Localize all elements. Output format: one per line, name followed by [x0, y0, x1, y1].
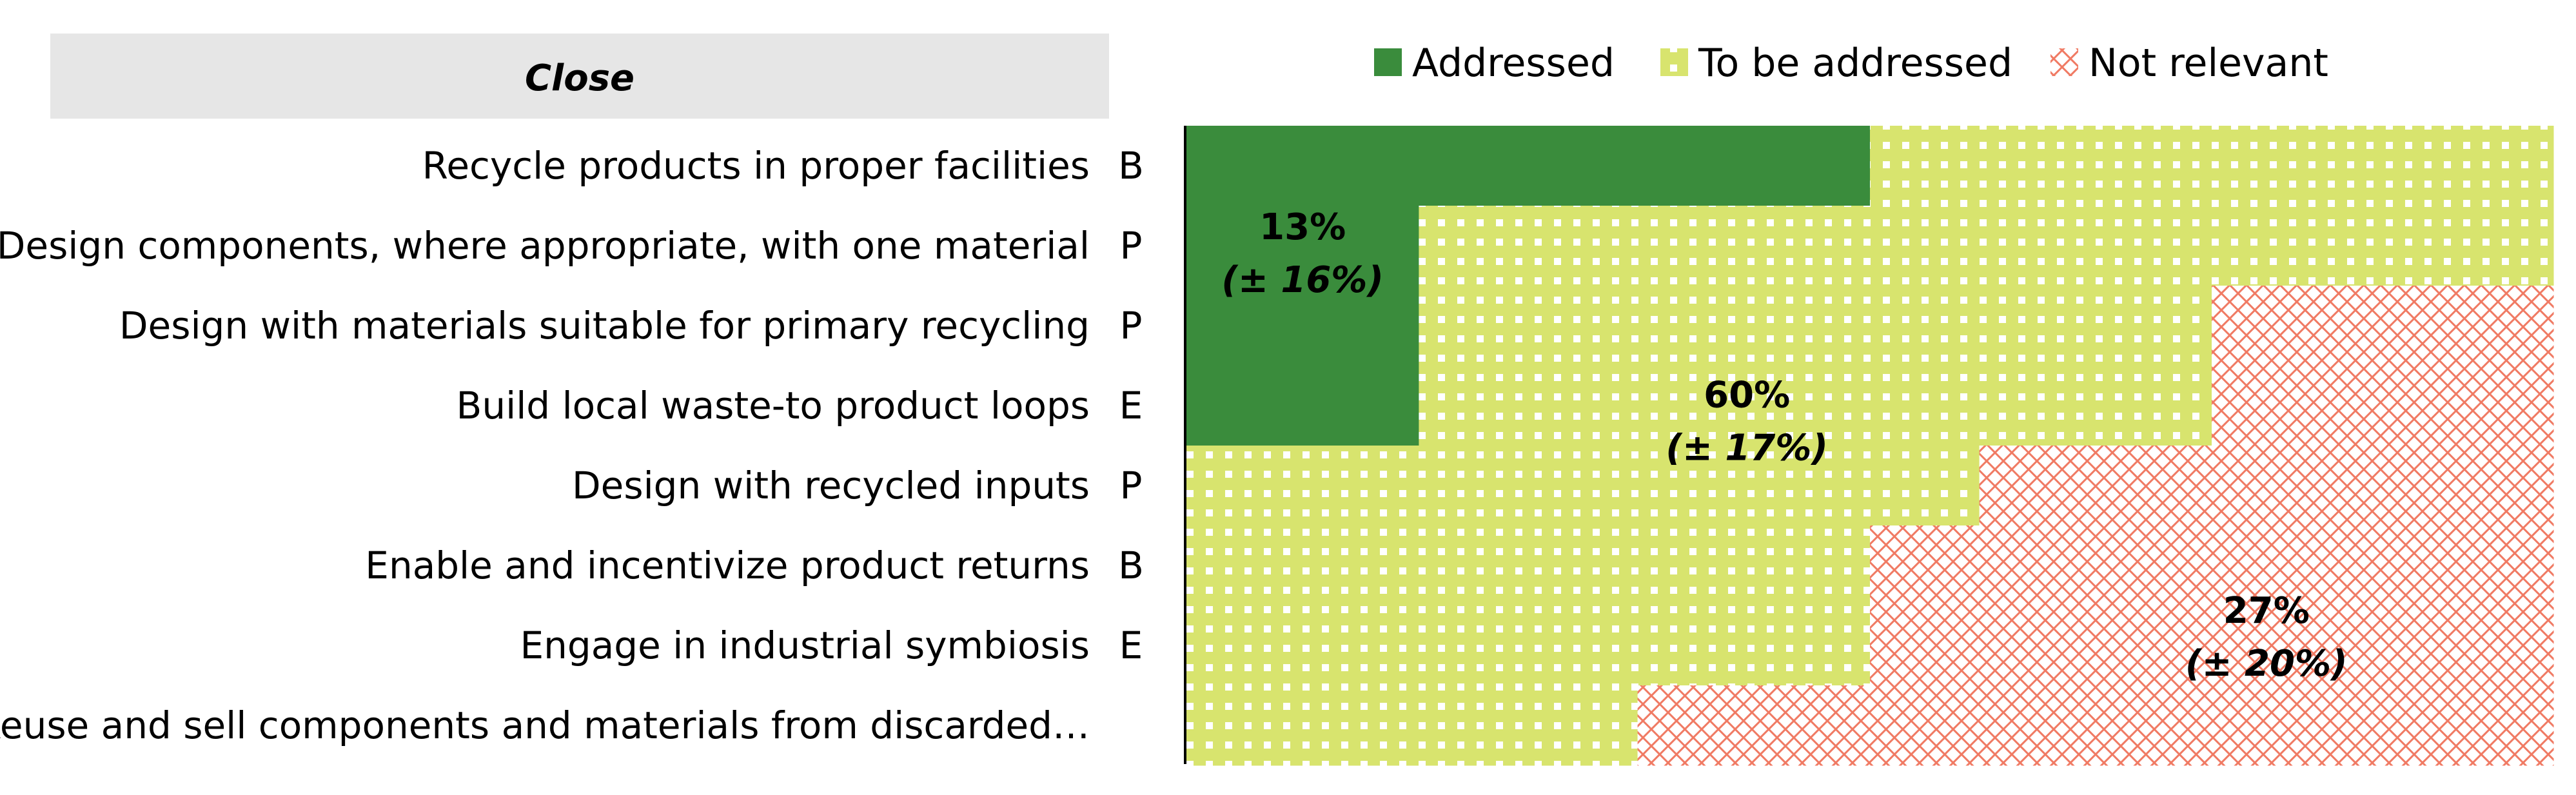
bar-segment-to-be-addressed-row-4 — [1419, 366, 2212, 446]
category-code: P — [1120, 304, 1143, 348]
category-label: Enable and incentivize product returns — [365, 544, 1090, 587]
bar-segment-to-be-addressed-row-8 — [1186, 685, 1638, 766]
region-label-not-relevant-pct: 27% — [2223, 590, 2310, 632]
bar-segment-addressed-row-4 — [1186, 366, 1419, 446]
category-code: E — [1119, 384, 1143, 427]
bar-segment-to-be-addressed-row-6 — [1186, 525, 1871, 606]
category-code: E — [1119, 623, 1143, 667]
legend-label-addressed: Addressed — [1412, 41, 1615, 86]
legend: Addressed To be addressed Not relevant — [1374, 41, 2328, 86]
category-label: Design with materials suitable for prima… — [119, 304, 1090, 348]
category-code: B — [1118, 144, 1144, 188]
category-label: Design components, where appropriate, wi… — [0, 224, 1090, 268]
region-annotations: 13% (± 16%) 60% (± 17%) 27% (± 20%) — [1221, 206, 2347, 685]
section-header-band — [50, 34, 1109, 119]
region-label-addressed-ci: (± 16%) — [1221, 259, 1384, 301]
bar-segment-not-relevant-row-7 — [1870, 605, 2554, 686]
category-label: Recycle products in proper facilities — [422, 144, 1090, 188]
region-label-to-be-addressed-pct: 60% — [1704, 374, 1790, 416]
category-label: Design with recycled inputs — [572, 464, 1090, 507]
legend-swatch-to-be-addressed — [1660, 48, 1688, 76]
legend-label-to-be-addressed: To be addressed — [1698, 41, 2012, 86]
region-label-not-relevant-ci: (± 20%) — [2185, 643, 2348, 685]
section-title: Close — [525, 57, 634, 99]
category-code: B — [1118, 544, 1144, 587]
bar-segment-not-relevant-row-3 — [2212, 286, 2554, 366]
bar-segment-to-be-addressed-row-1 — [1870, 126, 2554, 206]
category-code: P — [1120, 224, 1143, 268]
legend-swatch-addressed — [1374, 48, 1402, 76]
region-label-to-be-addressed-ci: (± 17%) — [1666, 427, 1828, 469]
bar-segment-to-be-addressed-row-5 — [1186, 446, 1980, 526]
bar-segment-addressed-row-3 — [1186, 286, 1419, 366]
bar-segment-not-relevant-row-4 — [2212, 366, 2554, 446]
category-label: Build local waste-to product loops — [457, 384, 1090, 427]
legend-swatch-not-relevant — [2050, 48, 2078, 76]
legend-label-not-relevant: Not relevant — [2089, 41, 2328, 86]
bar-segment-addressed-row-1 — [1186, 126, 1871, 206]
bar-segment-not-relevant-row-8 — [1637, 685, 2554, 766]
region-label-addressed-pct: 13% — [1259, 206, 1346, 248]
category-label: Reuse and sell components and materials … — [0, 703, 1090, 747]
plot-area — [1186, 126, 2554, 766]
bar-segment-not-relevant-row-5 — [1979, 446, 2554, 526]
bar-segment-addressed-row-2 — [1186, 206, 1419, 286]
category-label: Engage in industrial symbiosis — [520, 623, 1090, 667]
category-code: P — [1120, 464, 1143, 507]
bar-segment-not-relevant-row-6 — [1870, 525, 2554, 606]
bar-segment-to-be-addressed-row-3 — [1419, 286, 2212, 366]
bar-segment-to-be-addressed-row-2 — [1419, 206, 2554, 286]
bar-segment-to-be-addressed-row-7 — [1186, 605, 1871, 686]
